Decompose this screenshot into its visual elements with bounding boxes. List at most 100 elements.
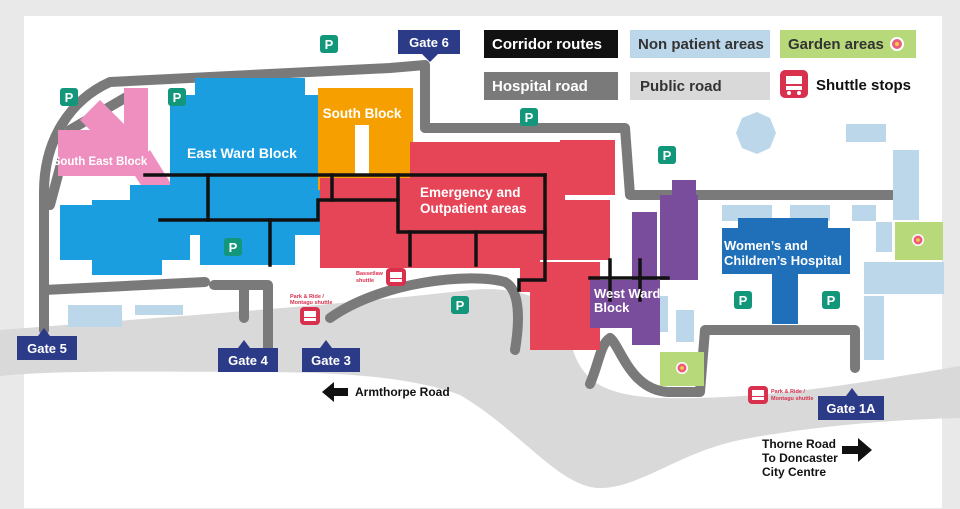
svg-text:Bassetlaw: Bassetlaw — [356, 271, 384, 277]
legend-public-road: Public road — [630, 72, 770, 100]
womens-upper — [738, 218, 828, 238]
west-ward-label-line1: West Ward — [594, 286, 661, 301]
legend-hospital-road: Hospital road — [484, 72, 618, 100]
svg-text:Montagu shuttle: Montagu shuttle — [771, 396, 813, 402]
road-gate4-loop — [209, 280, 273, 355]
parking-icon: P — [734, 291, 752, 309]
south-east-block-label: South East Block — [53, 156, 148, 168]
non-patient-block-6 — [876, 222, 892, 252]
svg-text:Gate 3: Gate 3 — [311, 353, 351, 368]
svg-text:Shuttle stops: Shuttle stops — [816, 77, 911, 94]
emergency-mid-east — [540, 200, 610, 260]
parking-icon: P — [822, 291, 840, 309]
svg-text:Corridor routes: Corridor routes — [492, 36, 602, 53]
emergency-south-2 — [520, 262, 600, 292]
gate-6-marker: Gate 6 — [398, 30, 460, 62]
legend-non-patient-areas: Non patient areas — [630, 30, 770, 58]
bus-icon — [300, 307, 320, 325]
road-north-east — [420, 123, 897, 200]
west-ward-block — [590, 180, 698, 345]
road-gate3 — [325, 273, 523, 355]
parking-icon: P — [60, 88, 78, 106]
svg-text:Non patient areas: Non patient areas — [638, 36, 764, 53]
east-ward-block — [60, 78, 320, 275]
east-ward-block-label: East Ward Block — [187, 145, 297, 161]
parking-markers: P P P P P P P P P — [60, 35, 840, 314]
east-ward-block-west-2 — [92, 200, 162, 275]
thorne-road-line3: City Centre — [762, 465, 826, 479]
public-road — [0, 289, 960, 488]
road-west-ward-access — [585, 325, 860, 397]
svg-text:Gate 6: Gate 6 — [409, 35, 449, 50]
svg-text:P: P — [65, 90, 74, 105]
svg-text:Park & Ride /: Park & Ride / — [290, 294, 324, 300]
non-patient-areas — [68, 112, 944, 360]
svg-text:Gate 4: Gate 4 — [228, 353, 269, 368]
armthorpe-road-label: Armthorpe Road — [355, 385, 450, 399]
corridor-vertical-4 — [396, 173, 547, 234]
emergency-west — [330, 235, 370, 265]
non-patient-block-8 — [864, 296, 884, 360]
shuttle-stop-gate3: Park & Ride / Montagu shuttle — [290, 294, 332, 325]
west-ward-label-line2: Block — [594, 300, 630, 315]
east-ward-block-ext — [130, 185, 185, 210]
arrow-right-icon — [842, 438, 872, 462]
thorne-road-line2: To Doncaster — [762, 451, 838, 465]
non-patient-block-9 — [68, 305, 122, 327]
west-ward-block-south — [632, 300, 660, 345]
legend-shuttle-stops: Shuttle stops — [780, 70, 911, 98]
non-patient-block-3 — [790, 205, 830, 221]
shuttle-stop-bassetlaw: Bassetlaw shuttle — [356, 268, 406, 286]
womens-childrens-hospital — [722, 218, 850, 324]
womens-label-line2: Children’s Hospital — [724, 253, 842, 268]
svg-text:P: P — [525, 110, 534, 125]
south-east-block — [58, 88, 178, 212]
ring-road-west — [39, 60, 430, 335]
west-ward-block-tower-1 — [632, 212, 657, 304]
shuttle-stop-gate1a: Park & Ride / Montagu shuttle — [748, 386, 813, 404]
bus-icon — [386, 268, 406, 286]
legend-garden-areas: Garden areas — [780, 30, 916, 58]
east-ward-block-lower — [200, 225, 295, 265]
parking-icon: P — [658, 146, 676, 164]
svg-text:shuttle: shuttle — [356, 278, 374, 284]
emergency-upper — [410, 142, 565, 202]
emergency-outpatient-areas — [320, 140, 615, 350]
non-patient-block-2 — [722, 205, 772, 221]
womens-label-line1: Women’s and — [724, 238, 808, 253]
non-patient-block-4 — [852, 205, 876, 221]
bus-icon — [780, 70, 808, 98]
gate-1a-marker: Gate 1A — [818, 388, 884, 420]
non-patient-block-11 — [676, 310, 694, 342]
svg-text:Gate 5: Gate 5 — [27, 341, 67, 356]
parking-icon: P — [224, 238, 242, 256]
svg-text:Gate 1A: Gate 1A — [826, 401, 876, 416]
west-ward-block-tower-2 — [660, 195, 698, 280]
non-patient-octagon — [736, 112, 776, 154]
parking-icon: P — [520, 108, 538, 126]
non-patient-block-10 — [135, 305, 183, 315]
svg-text:P: P — [456, 298, 465, 313]
svg-text:P: P — [663, 148, 672, 163]
svg-text:P: P — [173, 90, 182, 105]
parking-icon: P — [451, 296, 469, 314]
thorne-road-line1: Thorne Road — [762, 437, 836, 451]
south-block-gap — [355, 125, 369, 175]
gate-3-marker: Gate 3 — [302, 340, 360, 372]
womens-wing — [772, 268, 798, 324]
corridor-vertical-7 — [517, 173, 547, 292]
east-ward-block-upper — [195, 78, 305, 108]
svg-text:P: P — [739, 293, 748, 308]
svg-text:P: P — [827, 293, 836, 308]
corridor-routes — [143, 173, 670, 302]
flower-icon — [890, 37, 904, 51]
parking-icon: P — [168, 88, 186, 106]
svg-text:Public road: Public road — [640, 78, 722, 95]
legend: Corridor routes Non patient areas Garden… — [484, 30, 916, 100]
non-patient-block-7 — [864, 262, 944, 294]
legend-corridor-routes: Corridor routes — [484, 30, 618, 58]
svg-text:Montagu shuttle: Montagu shuttle — [290, 300, 332, 306]
non-patient-block-5 — [893, 150, 919, 220]
